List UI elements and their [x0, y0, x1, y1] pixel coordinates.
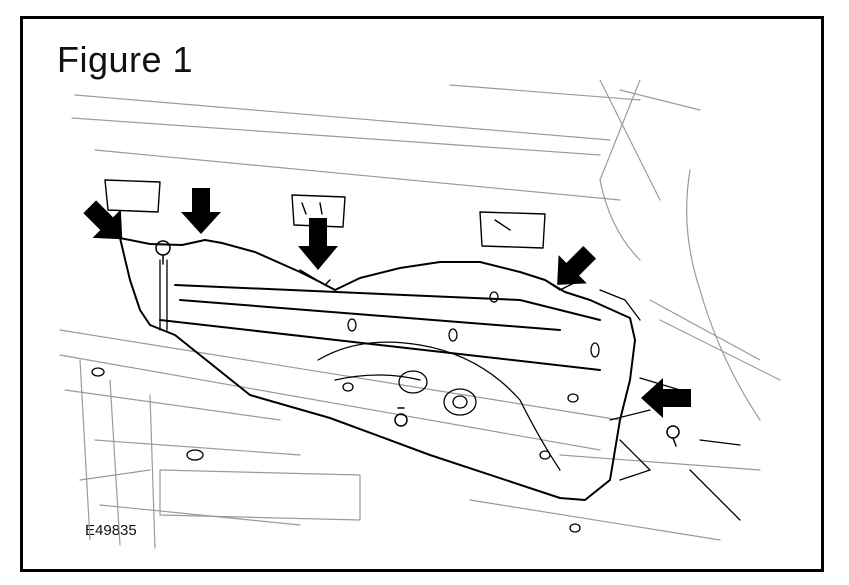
callout-arrows: [83, 188, 691, 418]
figure-code: E49835: [85, 522, 137, 539]
vehicle-body-lines: [59, 79, 781, 549]
arrow-icon: [557, 245, 597, 285]
panel-outline: [119, 237, 636, 501]
mounting-tabs: [104, 179, 546, 249]
figure-title: Figure 1: [57, 39, 194, 80]
arrow-icon: [298, 218, 338, 270]
figure-frame: Figure 1 E49835: [20, 16, 824, 572]
arrow-icon: [641, 378, 691, 418]
arrow-icon: [83, 200, 123, 240]
fasteners: [155, 240, 680, 447]
arrow-icon: [181, 188, 221, 234]
